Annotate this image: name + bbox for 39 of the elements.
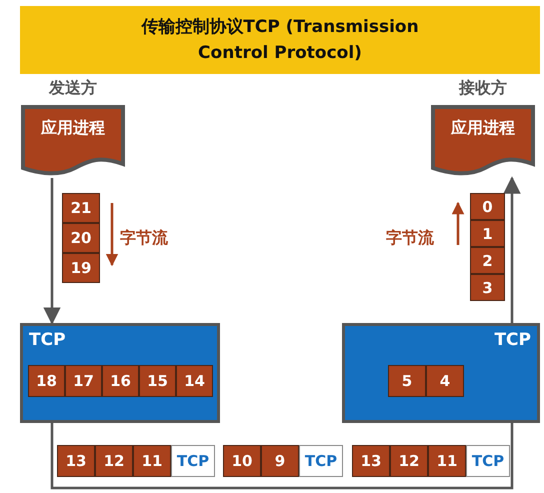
byte-cell: 9 [261, 445, 299, 477]
byte-cell: 13 [352, 445, 390, 477]
stream-label: 字节流 [120, 228, 168, 249]
byte-cell: 12 [390, 445, 428, 477]
byte-cell: 0 [470, 193, 505, 220]
byte-cell: 11 [133, 445, 171, 477]
process-label: 应用进程 [40, 118, 106, 139]
byte-cell: 5 [388, 365, 426, 397]
byte-cell: 16 [102, 365, 139, 397]
header-cell: TCP [171, 445, 215, 477]
side-heading: 接收方 [458, 78, 508, 99]
byte-cell: 11 [428, 445, 466, 477]
byte-cell: 14 [176, 365, 213, 397]
byte-cell: 2 [470, 247, 505, 274]
process-label: 应用进程 [450, 118, 516, 139]
byte-cell: 19 [62, 253, 100, 283]
byte-cell: 4 [426, 365, 464, 397]
header-cell: TCP [466, 445, 510, 477]
title: 传输控制协议TCP (Transmission Control Protocol) [140, 16, 420, 65]
tcp-box [342, 323, 540, 423]
byte-cell: 21 [62, 193, 100, 223]
byte-cell: 3 [470, 274, 505, 301]
connector-line [50, 423, 514, 490]
arrow [43, 178, 61, 325]
byte-cell: 10 [223, 445, 261, 477]
box-title: TCP [494, 330, 531, 350]
byte-cell: 20 [62, 223, 100, 253]
byte-cell: 17 [65, 365, 102, 397]
box-title: TCP [29, 330, 66, 350]
tcp-box [20, 323, 220, 423]
byte-cell: 1 [470, 220, 505, 247]
byte-cell: 18 [28, 365, 65, 397]
header-cell: TCP [299, 445, 343, 477]
stream-label: 字节流 [386, 228, 434, 249]
byte-cell: 13 [57, 445, 95, 477]
byte-cell: 12 [95, 445, 133, 477]
arrow [503, 176, 521, 323]
byte-cell: 15 [139, 365, 176, 397]
side-heading: 发送方 [48, 78, 98, 99]
